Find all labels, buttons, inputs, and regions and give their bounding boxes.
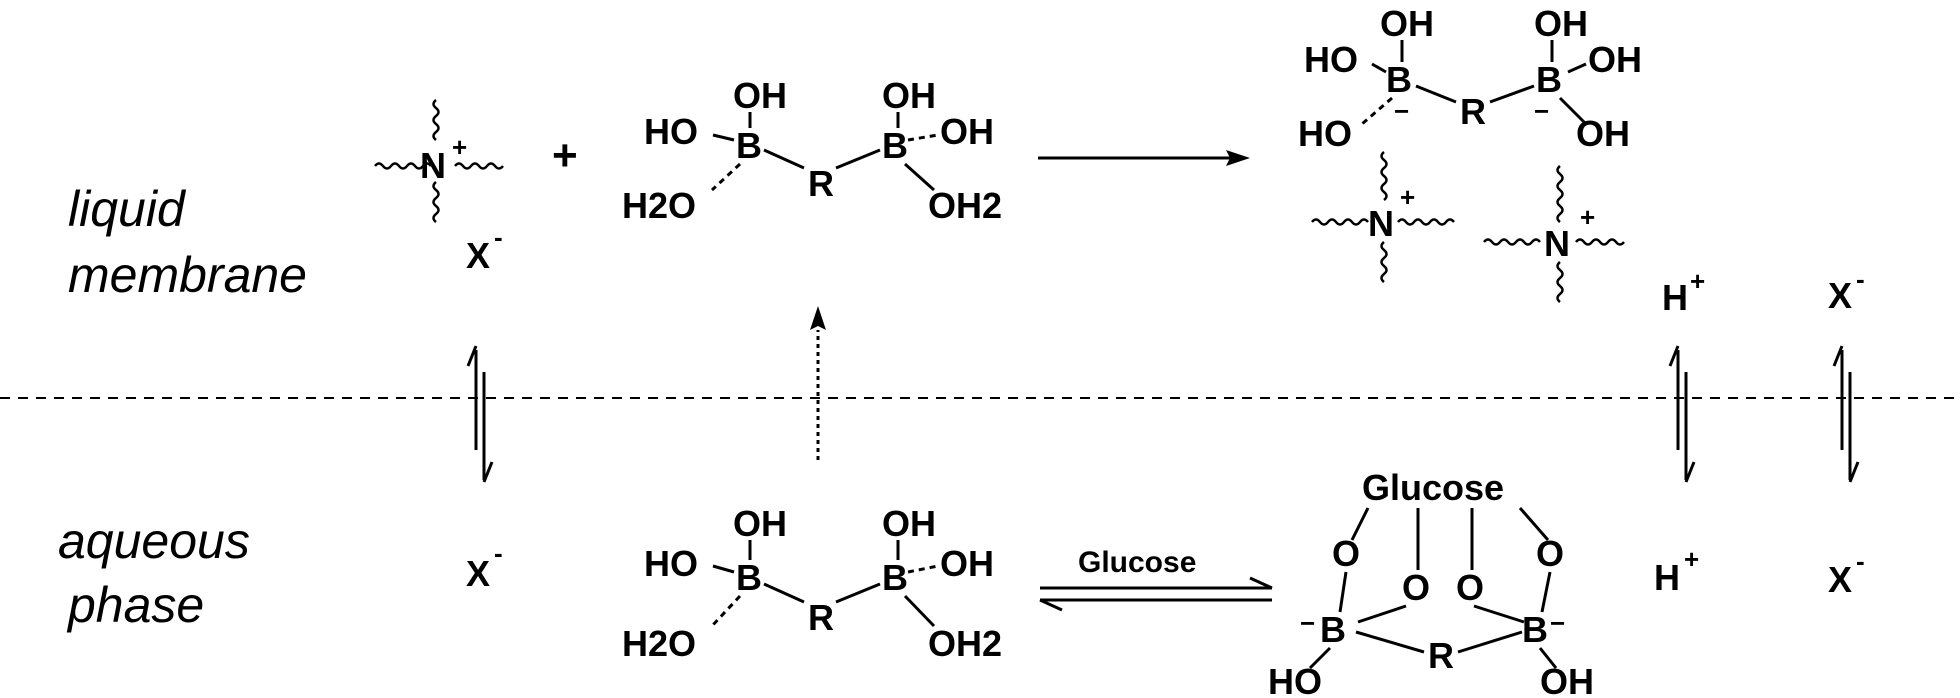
aq-h2o-left: H2O	[622, 623, 696, 664]
dotted-transport-arrow	[810, 306, 826, 460]
product-oh-top-right: OH	[1534, 3, 1588, 44]
boron-left: B	[736, 125, 762, 166]
complex-boron-right-charge: −	[1550, 608, 1565, 638]
x-anion-membrane: X	[466, 235, 490, 276]
aq-ho-left: HO	[644, 543, 698, 584]
ammonium-charge: +	[452, 132, 467, 162]
glucose-equilibrium-arrow: Glucose	[1039, 546, 1273, 612]
h-cation-membrane: H	[1662, 277, 1688, 318]
complex-oh: OH	[1540, 661, 1594, 698]
boron-right: B	[882, 125, 908, 166]
complex-boron-left: B	[1320, 609, 1346, 650]
ammonium-1-charge: +	[1400, 182, 1415, 212]
product-oh-bottom-right: OH	[1576, 113, 1630, 154]
aq-oh2-right: OH2	[928, 623, 1002, 664]
aq-r-group: R	[808, 597, 834, 638]
product-boron-left-charge: −	[1394, 96, 1409, 126]
aq-oh-right: OH	[940, 543, 994, 584]
x-anion-aqueous: X	[466, 553, 490, 594]
ammonium-left: N +	[374, 99, 504, 223]
x-anion-membrane-right: X	[1828, 275, 1852, 316]
boronate-product-membrane: OH HO B − HO R OH B − OH OH	[1298, 3, 1642, 154]
h-cation-aqueous: H	[1654, 557, 1680, 598]
label-liquid: liquid	[68, 181, 187, 237]
glucose-boronate-complex: Glucose O O O O − B B − R HO OH	[1268, 467, 1594, 698]
h-cation-membrane-charge: +	[1690, 266, 1705, 296]
oh-top-right: OH	[882, 75, 936, 116]
diboronic-acid-membrane: OH HO B H2O R OH B OH OH2	[622, 75, 1002, 226]
reaction-arrow-top	[1038, 150, 1250, 166]
product-ho-left: HO	[1304, 39, 1358, 80]
oh-right: OH	[940, 111, 994, 152]
ammonium-wavy-bond-right	[454, 162, 504, 170]
x-anion-aqueous-charge: -	[494, 538, 503, 568]
h2o-left: H2O	[622, 185, 696, 226]
complex-o-2: O	[1402, 567, 1430, 608]
ammonium-2-charge: +	[1580, 202, 1595, 232]
aq-boron-left: B	[736, 557, 762, 598]
product-oh-top-left: OH	[1380, 3, 1434, 44]
ammonium-wavy-bond-up	[432, 99, 440, 141]
label-phase: phase	[66, 577, 204, 633]
equilibrium-arrow-x-right	[1832, 345, 1860, 483]
aq-boron-right: B	[882, 557, 908, 598]
x-anion-membrane-charge: -	[494, 222, 503, 252]
product-r-group: R	[1460, 91, 1486, 132]
complex-o-3: O	[1456, 567, 1484, 608]
glucose-arrow-label: Glucose	[1078, 546, 1196, 579]
r-group: R	[808, 163, 834, 204]
ammonium-product-2: N +	[1483, 165, 1625, 303]
complex-glucose-label: Glucose	[1362, 467, 1504, 508]
h-cation-aqueous-charge: +	[1684, 544, 1699, 574]
product-boron-right: B	[1536, 59, 1562, 100]
product-boron-right-charge: −	[1534, 96, 1549, 126]
product-boron-left: B	[1386, 59, 1412, 100]
equilibrium-arrow-h	[1668, 345, 1696, 483]
ammonium-product-1: N +	[1311, 151, 1455, 283]
x-anion-aqueous-right: X	[1828, 559, 1852, 600]
complex-r-group: R	[1428, 635, 1454, 676]
oh2-right: OH2	[928, 185, 1002, 226]
product-oh-right: OH	[1588, 39, 1642, 80]
label-aqueous: aqueous	[58, 513, 250, 569]
label-membrane: membrane	[68, 247, 307, 303]
complex-boron-left-charge: −	[1300, 608, 1315, 638]
aq-oh-top-right: OH	[882, 503, 936, 544]
complex-o-4: O	[1536, 533, 1564, 574]
plus-sign: +	[552, 131, 578, 180]
ammonium-wavy-bond-down	[432, 181, 440, 223]
complex-o-1: O	[1332, 533, 1360, 574]
product-ho-bottom-left: HO	[1298, 113, 1352, 154]
diboronic-acid-aqueous: OH HO B H2O R OH B OH OH2	[622, 503, 1002, 664]
oh-top-left: OH	[733, 75, 787, 116]
ammonium-2-n: N	[1544, 223, 1570, 264]
complex-boron-right: B	[1522, 609, 1548, 650]
ammonium-1-n: N	[1368, 203, 1394, 244]
ammonium-wavy-bond-left	[374, 162, 432, 170]
aq-oh-top-left: OH	[733, 503, 787, 544]
complex-ho: HO	[1268, 661, 1322, 698]
equilibrium-arrow-x	[466, 345, 494, 483]
ho-left: HO	[644, 111, 698, 152]
x-anion-aqueous-right-charge: -	[1856, 546, 1865, 576]
x-anion-membrane-right-charge: -	[1856, 264, 1865, 294]
